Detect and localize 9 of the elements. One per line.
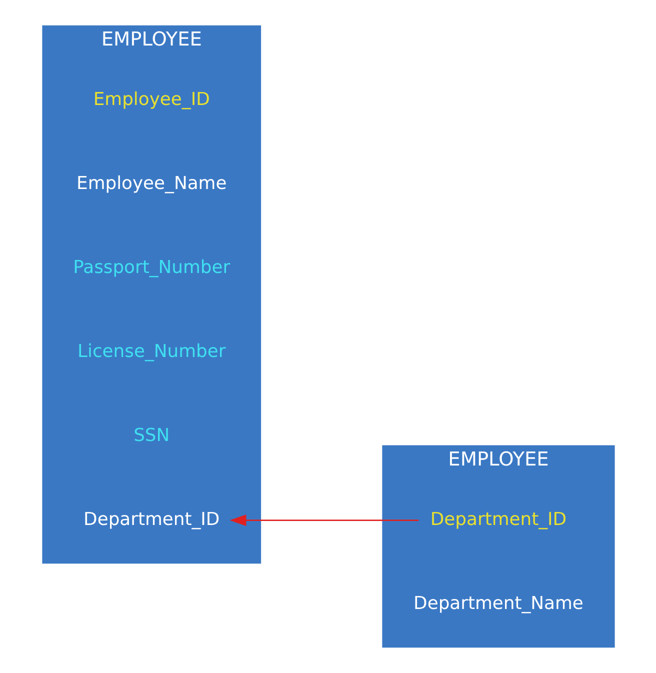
node-text: Passport_Number <box>72 257 230 278</box>
node-text: Department_ID <box>83 508 220 530</box>
node-text: License_Number <box>77 341 226 362</box>
node-text: Employee_ID <box>92 89 210 110</box>
node-text: Department_ID <box>430 508 566 530</box>
node-text: Employee_Name <box>76 173 226 194</box>
arrow <box>229 514 418 526</box>
node-text: Department_Name <box>413 592 583 614</box>
node-text: SSN <box>133 424 170 446</box>
